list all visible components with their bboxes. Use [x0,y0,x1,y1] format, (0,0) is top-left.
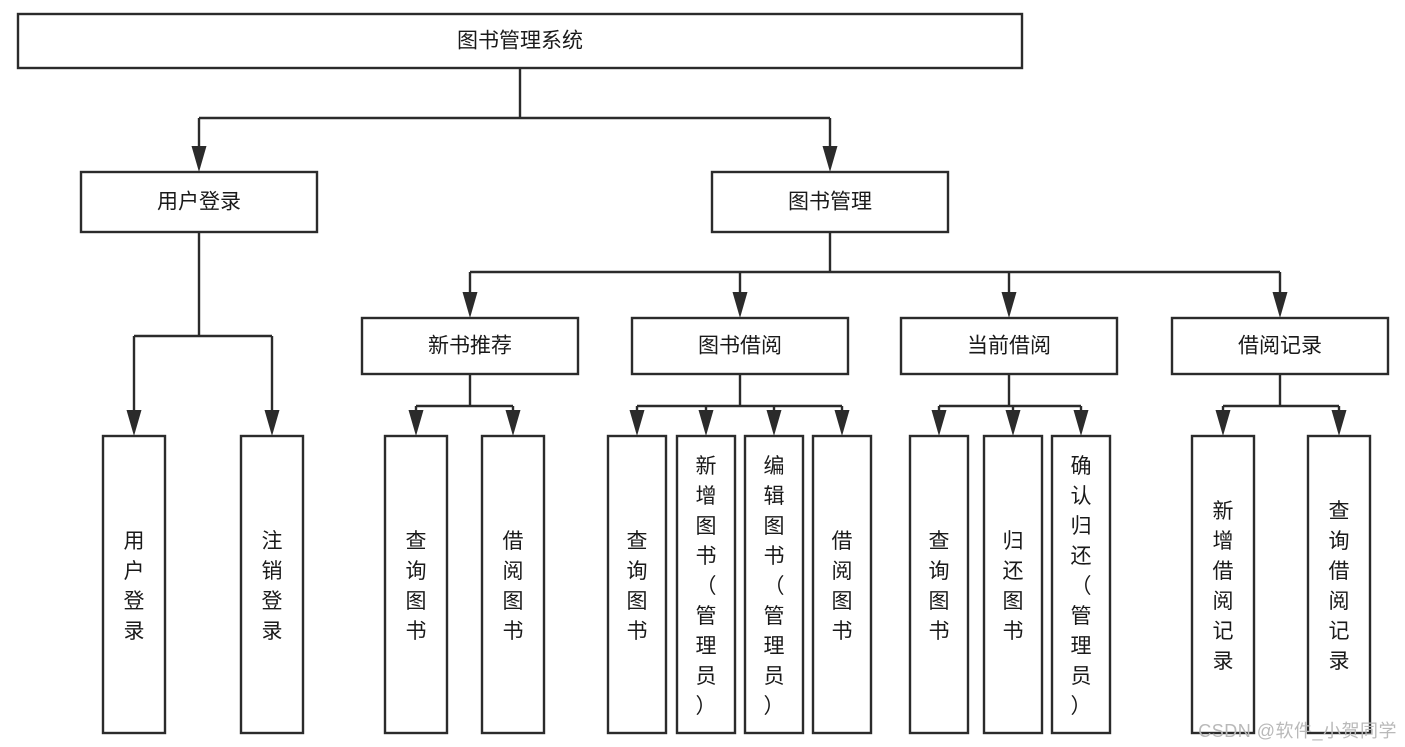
node-new-book-recommend[interactable]: 新书推荐 [360,316,580,376]
connector-arrowhead [834,410,850,436]
node-box [360,316,580,376]
node-box [606,434,668,735]
node-leaf-logout[interactable]: 注销登录 [239,434,305,735]
node-user-login[interactable]: 用户登录 [79,170,319,234]
connector-arrowhead [1215,410,1231,436]
node-leaf-query-book-rec[interactable]: 查询图书 [383,434,449,735]
node-label: 新增借阅记录 [1213,500,1234,673]
node-label: 借阅图书 [832,530,853,643]
node-box [480,434,546,735]
node-label: 借阅图书 [503,530,524,643]
node-label: 用户登录 [157,191,241,214]
connector-arrowhead [1073,410,1089,436]
node-layer: 图书管理系统用户登录图书管理新书推荐图书借阅当前借阅借阅记录用户登录注销登录查询… [16,12,1390,735]
connector-arrowhead [1001,292,1017,318]
connector-arrowhead [264,410,280,436]
node-leaf-borrow-book-rec[interactable]: 借阅图书 [480,434,546,735]
node-root[interactable]: 图书管理系统 [16,12,1024,70]
node-label: 注销登录 [262,530,283,643]
node-box [16,12,1024,70]
node-box [1170,316,1390,376]
node-leaf-user-login[interactable]: 用户登录 [101,434,167,735]
node-label: 确认归还（管理员） [1071,455,1092,718]
node-label: 归还图书 [1003,530,1024,643]
node-label: 图书借阅 [698,335,782,358]
connector-arrowhead [629,410,645,436]
node-label: 查询图书 [929,530,950,643]
node-label: 查询图书 [627,530,648,643]
node-box [79,170,319,234]
node-box [710,170,950,234]
node-label: 图书管理系统 [457,30,583,53]
connector-arrowhead [1005,410,1021,436]
node-current-borrow[interactable]: 当前借阅 [899,316,1119,376]
node-leaf-add-borrow-record[interactable]: 新增借阅记录 [1190,434,1256,735]
node-box [675,434,737,735]
node-leaf-query-borrow-record[interactable]: 查询借阅记录 [1306,434,1372,735]
node-leaf-borrow-book[interactable]: 借阅图书 [811,434,873,735]
node-label: 用户登录 [124,530,145,643]
node-leaf-query-book-current[interactable]: 查询图书 [908,434,970,735]
node-label: 借阅记录 [1238,335,1322,358]
node-label: 图书管理 [788,191,872,214]
connector-arrowhead [462,292,478,318]
node-label: 新增图书（管理员） [696,455,717,718]
connector-arrowhead [126,410,142,436]
node-box [899,316,1119,376]
connector-arrowhead [698,410,714,436]
node-leaf-add-book-admin[interactable]: 新增图书（管理员） [675,434,737,735]
node-label: 新书推荐 [428,335,512,358]
node-leaf-query-book-borrow[interactable]: 查询图书 [606,434,668,735]
connector-arrowhead [822,146,838,172]
connector-arrowhead [766,410,782,436]
node-box [1050,434,1112,735]
node-box [743,434,805,735]
connector-arrowhead [732,292,748,318]
node-box [982,434,1044,735]
node-box [1306,434,1372,735]
node-label: 编辑图书（管理员） [764,455,785,718]
node-box [1190,434,1256,735]
connector-arrowhead [408,410,424,436]
node-leaf-edit-book-admin[interactable]: 编辑图书（管理员） [743,434,805,735]
node-book-borrow[interactable]: 图书借阅 [630,316,850,376]
connector-arrowhead [1331,410,1347,436]
node-borrow-record[interactable]: 借阅记录 [1170,316,1390,376]
node-leaf-confirm-return-admin[interactable]: 确认归还（管理员） [1050,434,1112,735]
node-box [101,434,167,735]
connector-arrowhead [1272,292,1288,318]
node-box [630,316,850,376]
connector-layer [126,68,1347,436]
node-box [908,434,970,735]
node-box [811,434,873,735]
node-label: 当前借阅 [967,335,1051,358]
node-box [239,434,305,735]
node-leaf-return-book[interactable]: 归还图书 [982,434,1044,735]
node-box [383,434,449,735]
node-label: 查询借阅记录 [1329,500,1350,673]
connector-arrowhead [191,146,207,172]
node-label: 查询图书 [406,530,427,643]
node-book-manage[interactable]: 图书管理 [710,170,950,234]
connector-arrowhead [931,410,947,436]
connector-arrowhead [505,410,521,436]
